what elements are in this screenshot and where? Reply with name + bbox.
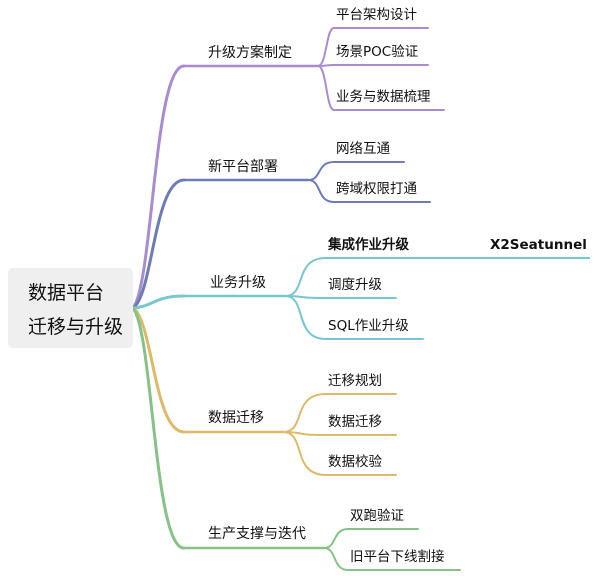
- branch-5-child-1-connector: [323, 528, 349, 549]
- branch-5-child-2-connector: [323, 547, 349, 571]
- leaf-node-5-1: 双跑验证: [350, 508, 404, 524]
- branch-4-label: 数据迁移: [208, 410, 264, 426]
- branch-3-connector: [131, 294, 186, 310]
- leaf-node-1-2: 场景POC验证: [336, 44, 418, 60]
- leaf-node-4-3: 数据校验: [328, 453, 382, 470]
- mindmap-edges: [131, 27, 590, 571]
- root-node-box: [8, 268, 133, 348]
- branch-1-connector: [131, 64, 186, 310]
- leaf-node-2-1: 网络互通: [336, 141, 390, 157]
- branch-2-child-1-label: 网络互通: [336, 141, 390, 157]
- leaf-node-4-1: 迁移规划: [328, 373, 382, 389]
- branch-node-2: 新平台部署: [208, 159, 278, 175]
- branch-3-child-3-connector: [284, 295, 327, 340]
- branch-1-child-1-label: 平台架构设计: [336, 7, 417, 23]
- root-title-line-2: 迁移与升级: [28, 316, 123, 338]
- leaf-node-4-2: 数据迁移: [328, 414, 382, 430]
- branch-node-5: 生产支撑与迭代: [208, 526, 306, 542]
- branch-3-child-1-label: 集成作业升级: [327, 236, 409, 253]
- branch-5-connector: [131, 306, 186, 550]
- branch-1-child-3-connector: [317, 65, 335, 111]
- branch-1-child-2-connector: [317, 64, 335, 67]
- branch-3-child-3-label: SQL作业升级: [328, 318, 409, 334]
- branch-3-label: 业务升级: [210, 275, 266, 291]
- leaf-node-2-2: 跨域权限打通: [336, 180, 417, 197]
- branch-2-child-1-connector: [307, 161, 335, 181]
- branch-1-child-1-connector: [317, 27, 335, 67]
- branch-node-4: 数据迁移: [208, 410, 264, 426]
- branch-4-child-3-connector: [282, 431, 327, 476]
- branch-4-child-2-label: 数据迁移: [328, 414, 382, 430]
- leaf-node-5-2: 旧平台下线割接: [350, 548, 445, 565]
- branch-1-child-3-label: 业务与数据梳理: [336, 89, 431, 105]
- branch-node-1: 升级方案制定: [208, 44, 292, 61]
- branch-4-child-1-connector: [282, 393, 327, 433]
- leaf-node-3-3: SQL作业升级: [328, 318, 409, 334]
- branch-1-child-2-label: 场景POC验证: [336, 44, 418, 60]
- sub-leaf-node: X2Seatunnel: [490, 237, 587, 253]
- branch-5-label: 生产支撑与迭代: [208, 526, 306, 542]
- leaf-node-1-1: 平台架构设计: [336, 7, 417, 23]
- branch-3-child-1-connector: [284, 257, 327, 297]
- branch-node-3: 业务升级: [210, 275, 266, 291]
- branch-4-child-3-label: 数据校验: [328, 453, 382, 470]
- branch-1-label: 升级方案制定: [208, 44, 292, 61]
- branch-2-label: 新平台部署: [208, 159, 278, 175]
- branch-3-child-2-label: 调度升级: [328, 277, 382, 293]
- branch-2-child-2-label: 跨域权限打通: [336, 180, 417, 197]
- leaf-node-3-1: 集成作业升级: [327, 236, 409, 253]
- branch-5-child-2-label: 旧平台下线割接: [350, 548, 445, 565]
- sub-leaf-label: X2Seatunnel: [490, 237, 587, 253]
- branch-4-child-1-label: 迁移规划: [328, 373, 382, 389]
- root-title-line-1: 数据平台: [28, 282, 104, 304]
- branch-2-connector: [131, 178, 186, 310]
- branch-2-child-2-connector: [307, 179, 335, 203]
- branch-5-child-1-label: 双跑验证: [350, 508, 404, 524]
- leaf-node-1-3: 业务与数据梳理: [336, 89, 431, 105]
- branch-4-connector: [131, 306, 186, 434]
- leaf-node-3-2: 调度升级: [328, 277, 382, 293]
